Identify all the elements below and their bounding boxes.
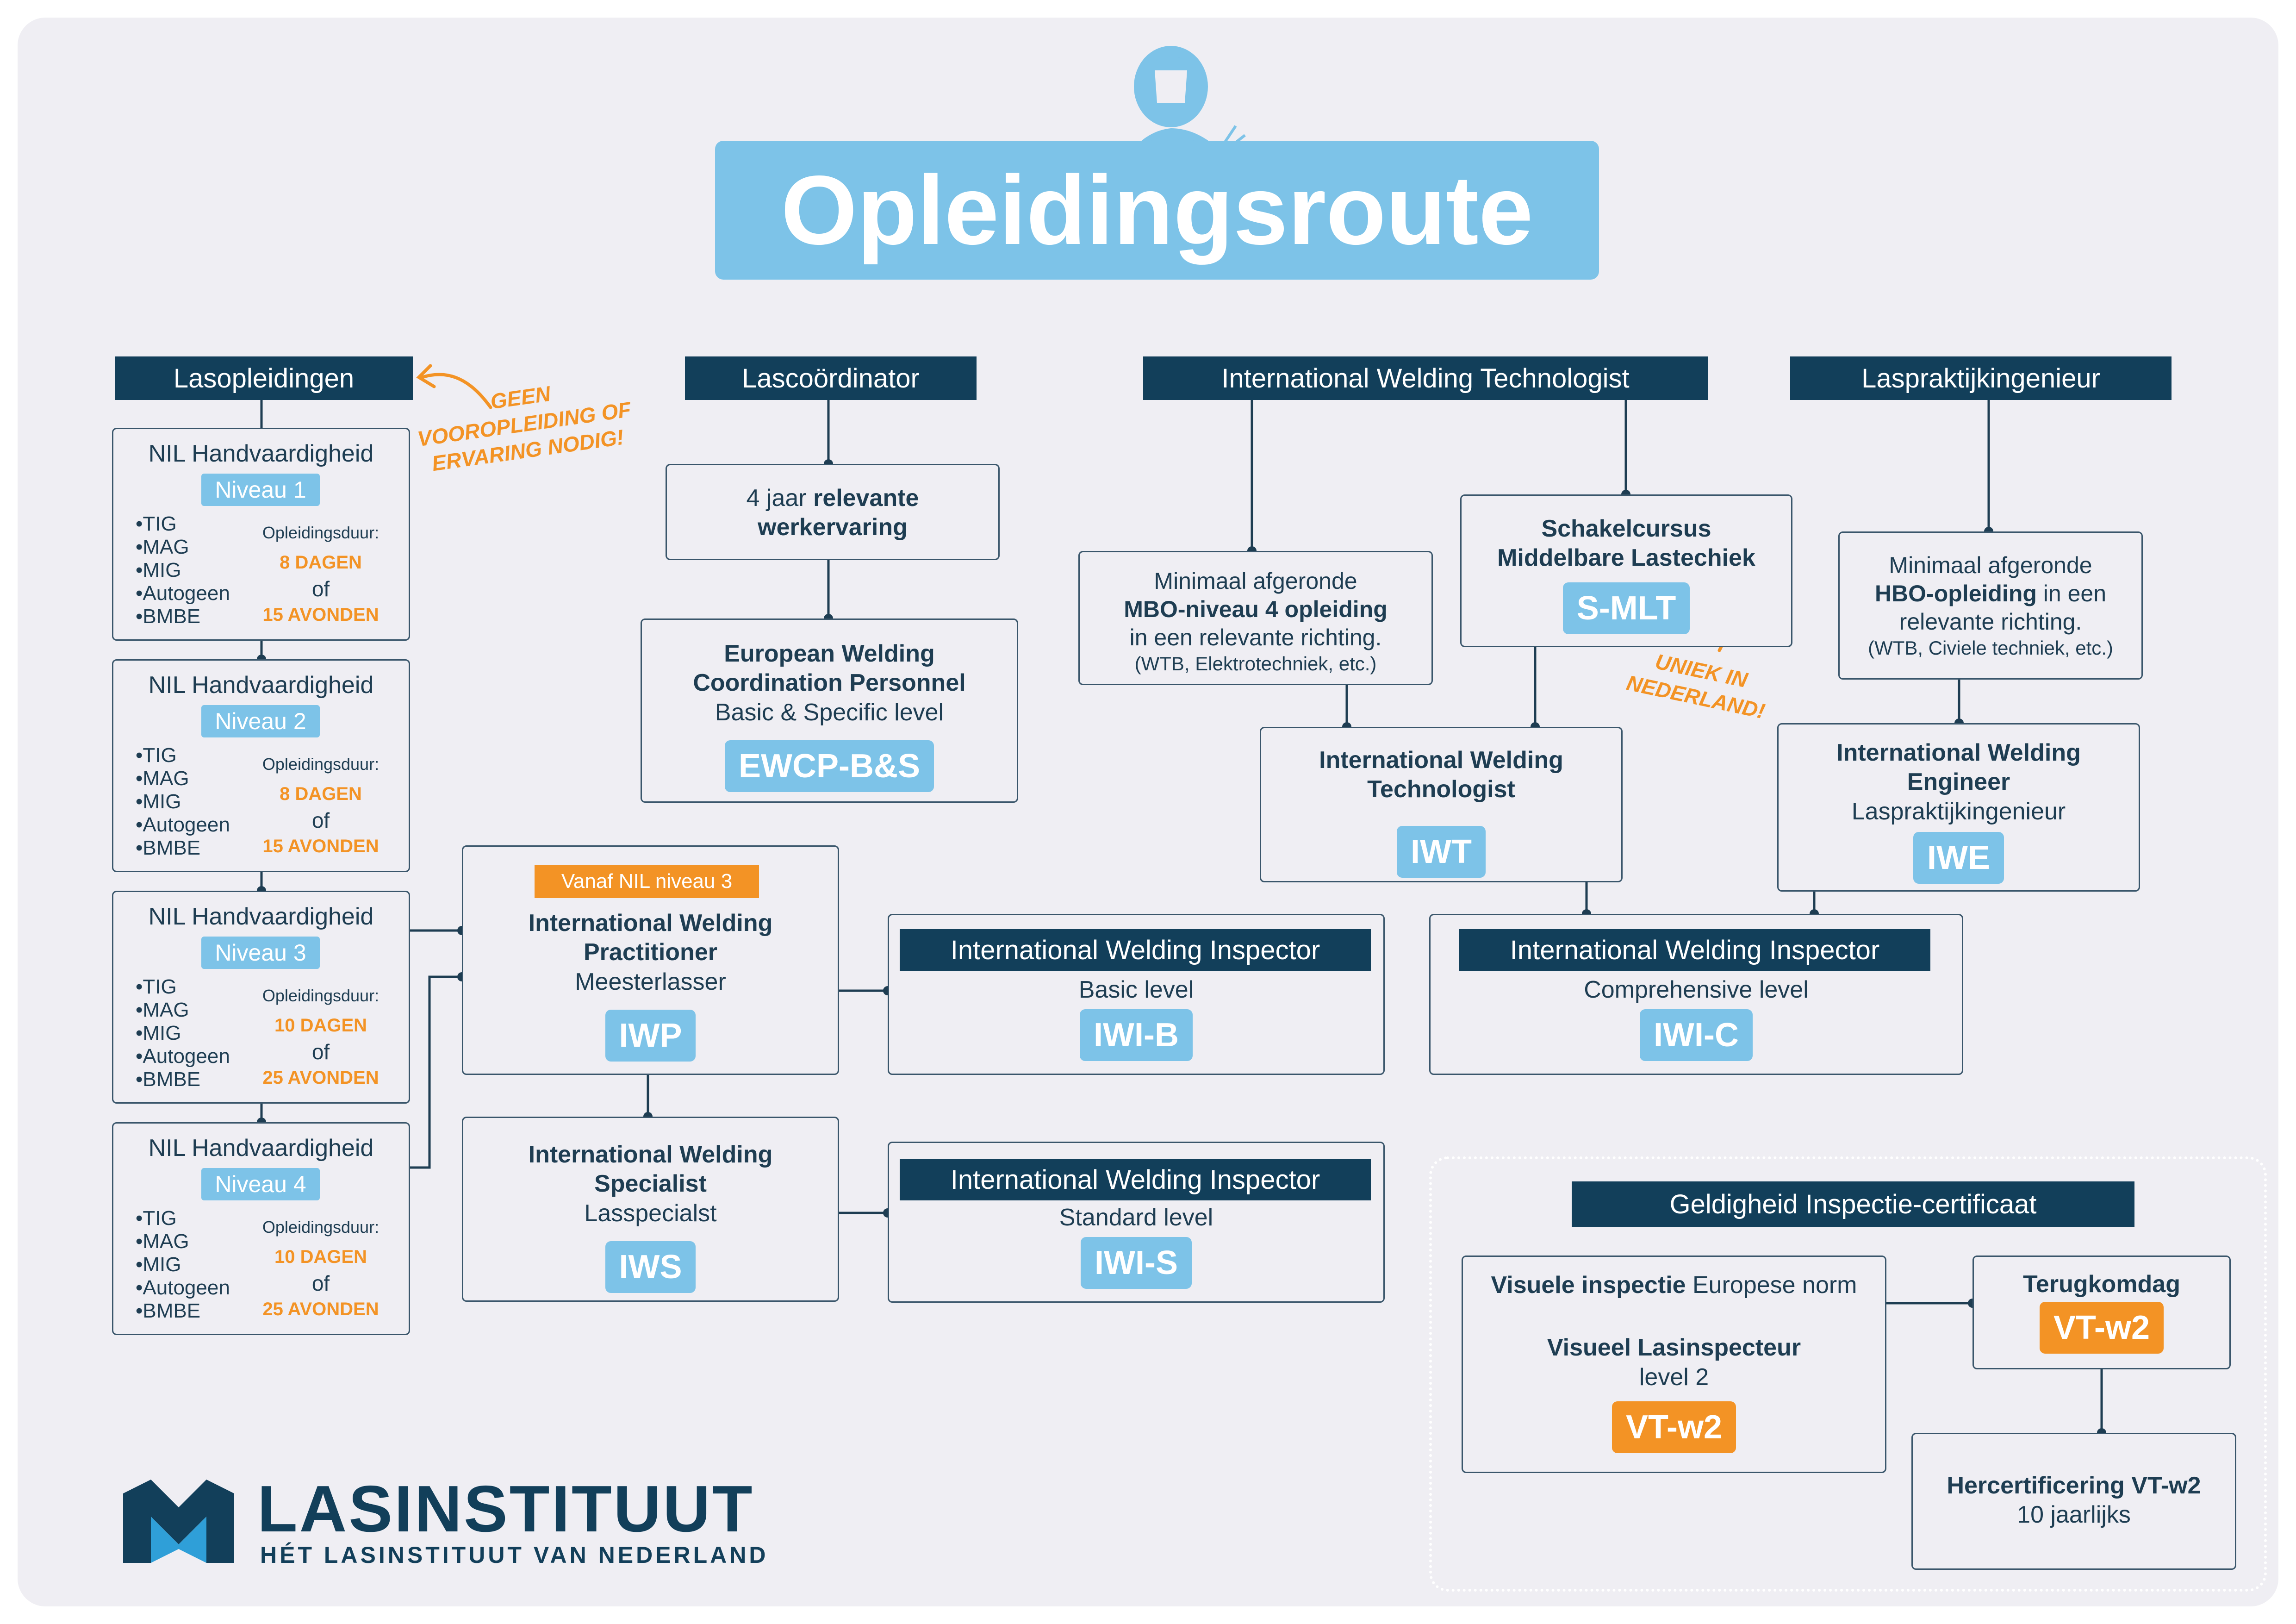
iwi-s-code: IWI-S	[1081, 1237, 1192, 1289]
process-list: TIGMAGMIGAutogeenBMBE	[136, 1207, 230, 1323]
level-badge: Niveau 3	[201, 937, 320, 969]
duration: Opleidingsduur: 8 DAGEN of 15 AVONDEN	[262, 755, 380, 856]
werkervaring-line2: werkervaring	[758, 514, 908, 541]
logo-name: LASINSTITUUT	[257, 1472, 754, 1546]
hbo-line1: Minimaal afgeronde	[1889, 552, 2092, 578]
hercert-title: Hercertificering VT-w2	[1947, 1472, 2201, 1499]
werkervaring-box[interactable]: 4 jaar relevante werkervaring	[666, 464, 1000, 560]
ewcp-line2: Coordination Personnel	[693, 669, 966, 697]
hbo-box[interactable]: Minimaal afgeronde HBO-opleiding in een …	[1838, 531, 2143, 680]
werkervaring-line1: 4 jaar relevante	[746, 485, 919, 512]
terugkomdag-title: Terugkomdag	[2023, 1271, 2180, 1298]
hbo-line3: relevante richting.	[1899, 609, 2082, 635]
header-lasopleidingen: Lasopleidingen	[115, 356, 413, 400]
iwi-b-code: IWI-B	[1080, 1009, 1193, 1062]
visuele-line2: Visueel Lasinspecteur	[1547, 1334, 1801, 1362]
iwp-line3: Meesterlasser	[575, 968, 726, 995]
iws-line3: Lasspecialst	[584, 1199, 717, 1227]
nil-title: NIL Handvaardigheid	[148, 440, 374, 467]
level-badge: Niveau 2	[201, 705, 320, 737]
hbo-line4: (WTB, Civiele techniek, etc.)	[1868, 637, 2113, 659]
hercertificering-box[interactable]: Hercertificering VT-w2 10 jaarlijks	[1911, 1433, 2236, 1570]
iwi-b-level: Basic level	[1078, 976, 1194, 1003]
header-laspraktijkingenieur: Laspraktijkingenieur	[1790, 356, 2172, 400]
mbo-line3: in een relevante richting.	[1129, 625, 1382, 650]
lasinstituut-logo-icon	[123, 1480, 234, 1563]
smlt-code: S-MLT	[1562, 582, 1690, 634]
ewcp-line3: Basic & Specific level	[715, 699, 944, 726]
terugkomdag-code: VT-w2	[2039, 1302, 2164, 1354]
iwi-c-level: Comprehensive level	[1584, 976, 1809, 1003]
visuele-line1: Visuele inspectie Europese norm	[1491, 1272, 1857, 1299]
mbo-line1: Minimaal afgeronde	[1154, 568, 1357, 594]
ewcp-code: EWCP-B&S	[725, 740, 934, 793]
mbo-line2: MBO-niveau 4 opleiding	[1124, 596, 1388, 622]
duration: Opleidingsduur: 10 DAGEN of 25 AVONDEN	[262, 1218, 380, 1319]
smlt-line1: Schakelcursus	[1541, 515, 1711, 542]
nil-title: NIL Handvaardigheid	[148, 1135, 374, 1162]
nil-card-niveau-4[interactable]: NIL Handvaardigheid Niveau 4 TIGMAGMIGAu…	[112, 1122, 410, 1335]
nil-title: NIL Handvaardigheid	[148, 903, 374, 930]
duration: Opleidingsduur: 8 DAGEN of 15 AVONDEN	[262, 523, 380, 625]
process-list: TIGMAGMIGAutogeenBMBE	[136, 975, 230, 1091]
iwp-code: IWP	[605, 1010, 696, 1062]
smlt-box[interactable]: Schakelcursus Middelbare Lastechiek S-ML…	[1460, 494, 1792, 647]
mbo-line4: (WTB, Elektrotechniek, etc.)	[1134, 653, 1377, 675]
vanaf-nil-niveau-3-badge: Vanaf NIL niveau 3	[535, 865, 759, 898]
ewcp-box[interactable]: European Welding Coordination Personnel …	[641, 618, 1018, 803]
terugkomdag-box[interactable]: Terugkomdag VT-w2	[1972, 1255, 2231, 1369]
geldigheid-section	[1429, 1156, 2267, 1592]
visuele-code: VT-w2	[1612, 1401, 1736, 1454]
level-badge: Niveau 1	[201, 474, 320, 506]
mbo-box[interactable]: Minimaal afgeronde MBO-niveau 4 opleidin…	[1078, 551, 1433, 685]
iwp-line2: Practitioner	[584, 939, 717, 966]
iwe-line1: International Welding	[1836, 739, 2081, 766]
iwe-box[interactable]: International Welding Engineer Lasprakti…	[1777, 723, 2140, 892]
header-geldigheid: Geldigheid Inspectie-certificaat	[1572, 1181, 2134, 1227]
iwt-line2: Technologist	[1367, 776, 1515, 803]
iwi-b-header: International Welding Inspector	[900, 929, 1371, 971]
process-list: TIGMAGMIGAutogeenBMBE	[136, 744, 230, 860]
iwi-s-level: Standard level	[1059, 1204, 1213, 1231]
iws-line2: Specialist	[594, 1170, 707, 1198]
hbo-line2: HBO-opleiding in een	[1874, 581, 2107, 606]
iwi-c-code: IWI-C	[1640, 1009, 1753, 1062]
nil-card-niveau-1[interactable]: NIL Handvaardigheid Niveau 1 TIGMAGMIGAu…	[112, 428, 410, 641]
visuele-inspectie-box[interactable]: Visuele inspectie Europese norm Visueel …	[1462, 1255, 1886, 1473]
iws-line1: International Welding	[528, 1141, 773, 1168]
iwt-box[interactable]: International Welding Technologist IWT	[1260, 727, 1623, 882]
nil-card-niveau-2[interactable]: NIL Handvaardigheid Niveau 2 TIGMAGMIGAu…	[112, 659, 410, 872]
iwe-code: IWE	[1913, 832, 2004, 884]
iws-box[interactable]: International Welding Specialist Lasspec…	[462, 1117, 839, 1302]
visuele-line3: level 2	[1639, 1363, 1709, 1391]
iwe-line3: Laspraktijkingenieur	[1851, 798, 2066, 825]
smlt-line2: Middelbare Lastechiek	[1497, 544, 1755, 572]
iwt-line1: International Welding	[1319, 747, 1563, 774]
nil-card-niveau-3[interactable]: NIL Handvaardigheid Niveau 3 TIGMAGMIGAu…	[112, 891, 410, 1104]
iwp-line1: International Welding	[528, 910, 773, 937]
header-iwt: International Welding Technologist	[1143, 356, 1708, 400]
iws-code: IWS	[605, 1241, 696, 1293]
iwi-s-header: International Welding Inspector	[900, 1159, 1371, 1200]
logo-tagline: HÉT LASINSTITUUT VAN NEDERLAND	[260, 1542, 769, 1568]
iwt-code: IWT	[1397, 825, 1486, 878]
iwi-c-header: International Welding Inspector	[1459, 929, 1930, 971]
process-list: TIGMAGMIGAutogeenBMBE	[136, 512, 230, 628]
duration: Opleidingsduur: 10 DAGEN of 25 AVONDEN	[262, 986, 380, 1088]
hercert-sub: 10 jaarlijks	[2017, 1501, 2131, 1529]
nil-title: NIL Handvaardigheid	[148, 672, 374, 699]
iwe-line2: Engineer	[1907, 768, 2010, 796]
page-title: Opleidingsroute	[715, 141, 1599, 280]
level-badge: Niveau 4	[201, 1168, 320, 1200]
ewcp-line1: European Welding	[724, 640, 935, 667]
header-lascoordinator: Lascoördinator	[685, 356, 977, 400]
